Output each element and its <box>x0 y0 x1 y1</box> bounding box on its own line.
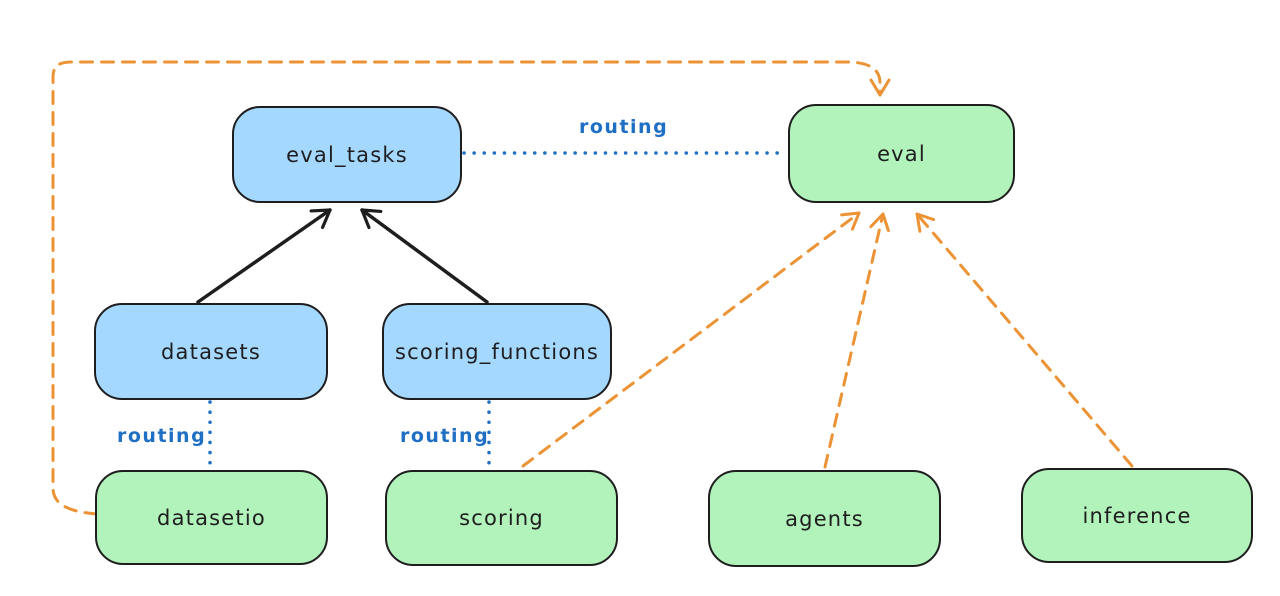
edge-datasetio-to-eval-dashed <box>51 60 891 516</box>
edge-datasets-to-eval-tasks <box>196 208 332 304</box>
routing-label-scoring: routing <box>400 425 490 447</box>
node-eval-tasks: eval_tasks <box>232 106 462 203</box>
routing-label-datasets: routing <box>117 425 207 447</box>
node-scoring-functions: scoring_functions <box>382 303 612 400</box>
node-eval-label: eval <box>877 141 926 166</box>
node-scoring: scoring <box>385 470 618 566</box>
edge-agents-to-eval-dashed <box>823 212 890 469</box>
node-agents: agents <box>708 470 941 567</box>
edge-inference-to-eval-dashed <box>915 212 1134 468</box>
node-agents-label: agents <box>785 506 864 531</box>
node-inference: inference <box>1021 468 1253 563</box>
node-datasetio: datasetio <box>95 470 328 565</box>
node-eval: eval <box>788 104 1015 203</box>
edge-scoring-functions-to-eval-tasks <box>360 208 489 304</box>
edge-scoring-to-eval-dashed <box>521 211 861 468</box>
node-eval-tasks-label: eval_tasks <box>286 142 408 167</box>
node-inference-label: inference <box>1082 503 1192 528</box>
node-datasetio-label: datasetio <box>157 505 266 530</box>
node-scoring-functions-label: scoring_functions <box>394 339 600 364</box>
node-datasets: datasets <box>94 303 328 400</box>
node-datasets-label: datasets <box>161 339 261 364</box>
routing-label-top: routing <box>579 116 669 138</box>
node-scoring-label: scoring <box>459 506 544 530</box>
